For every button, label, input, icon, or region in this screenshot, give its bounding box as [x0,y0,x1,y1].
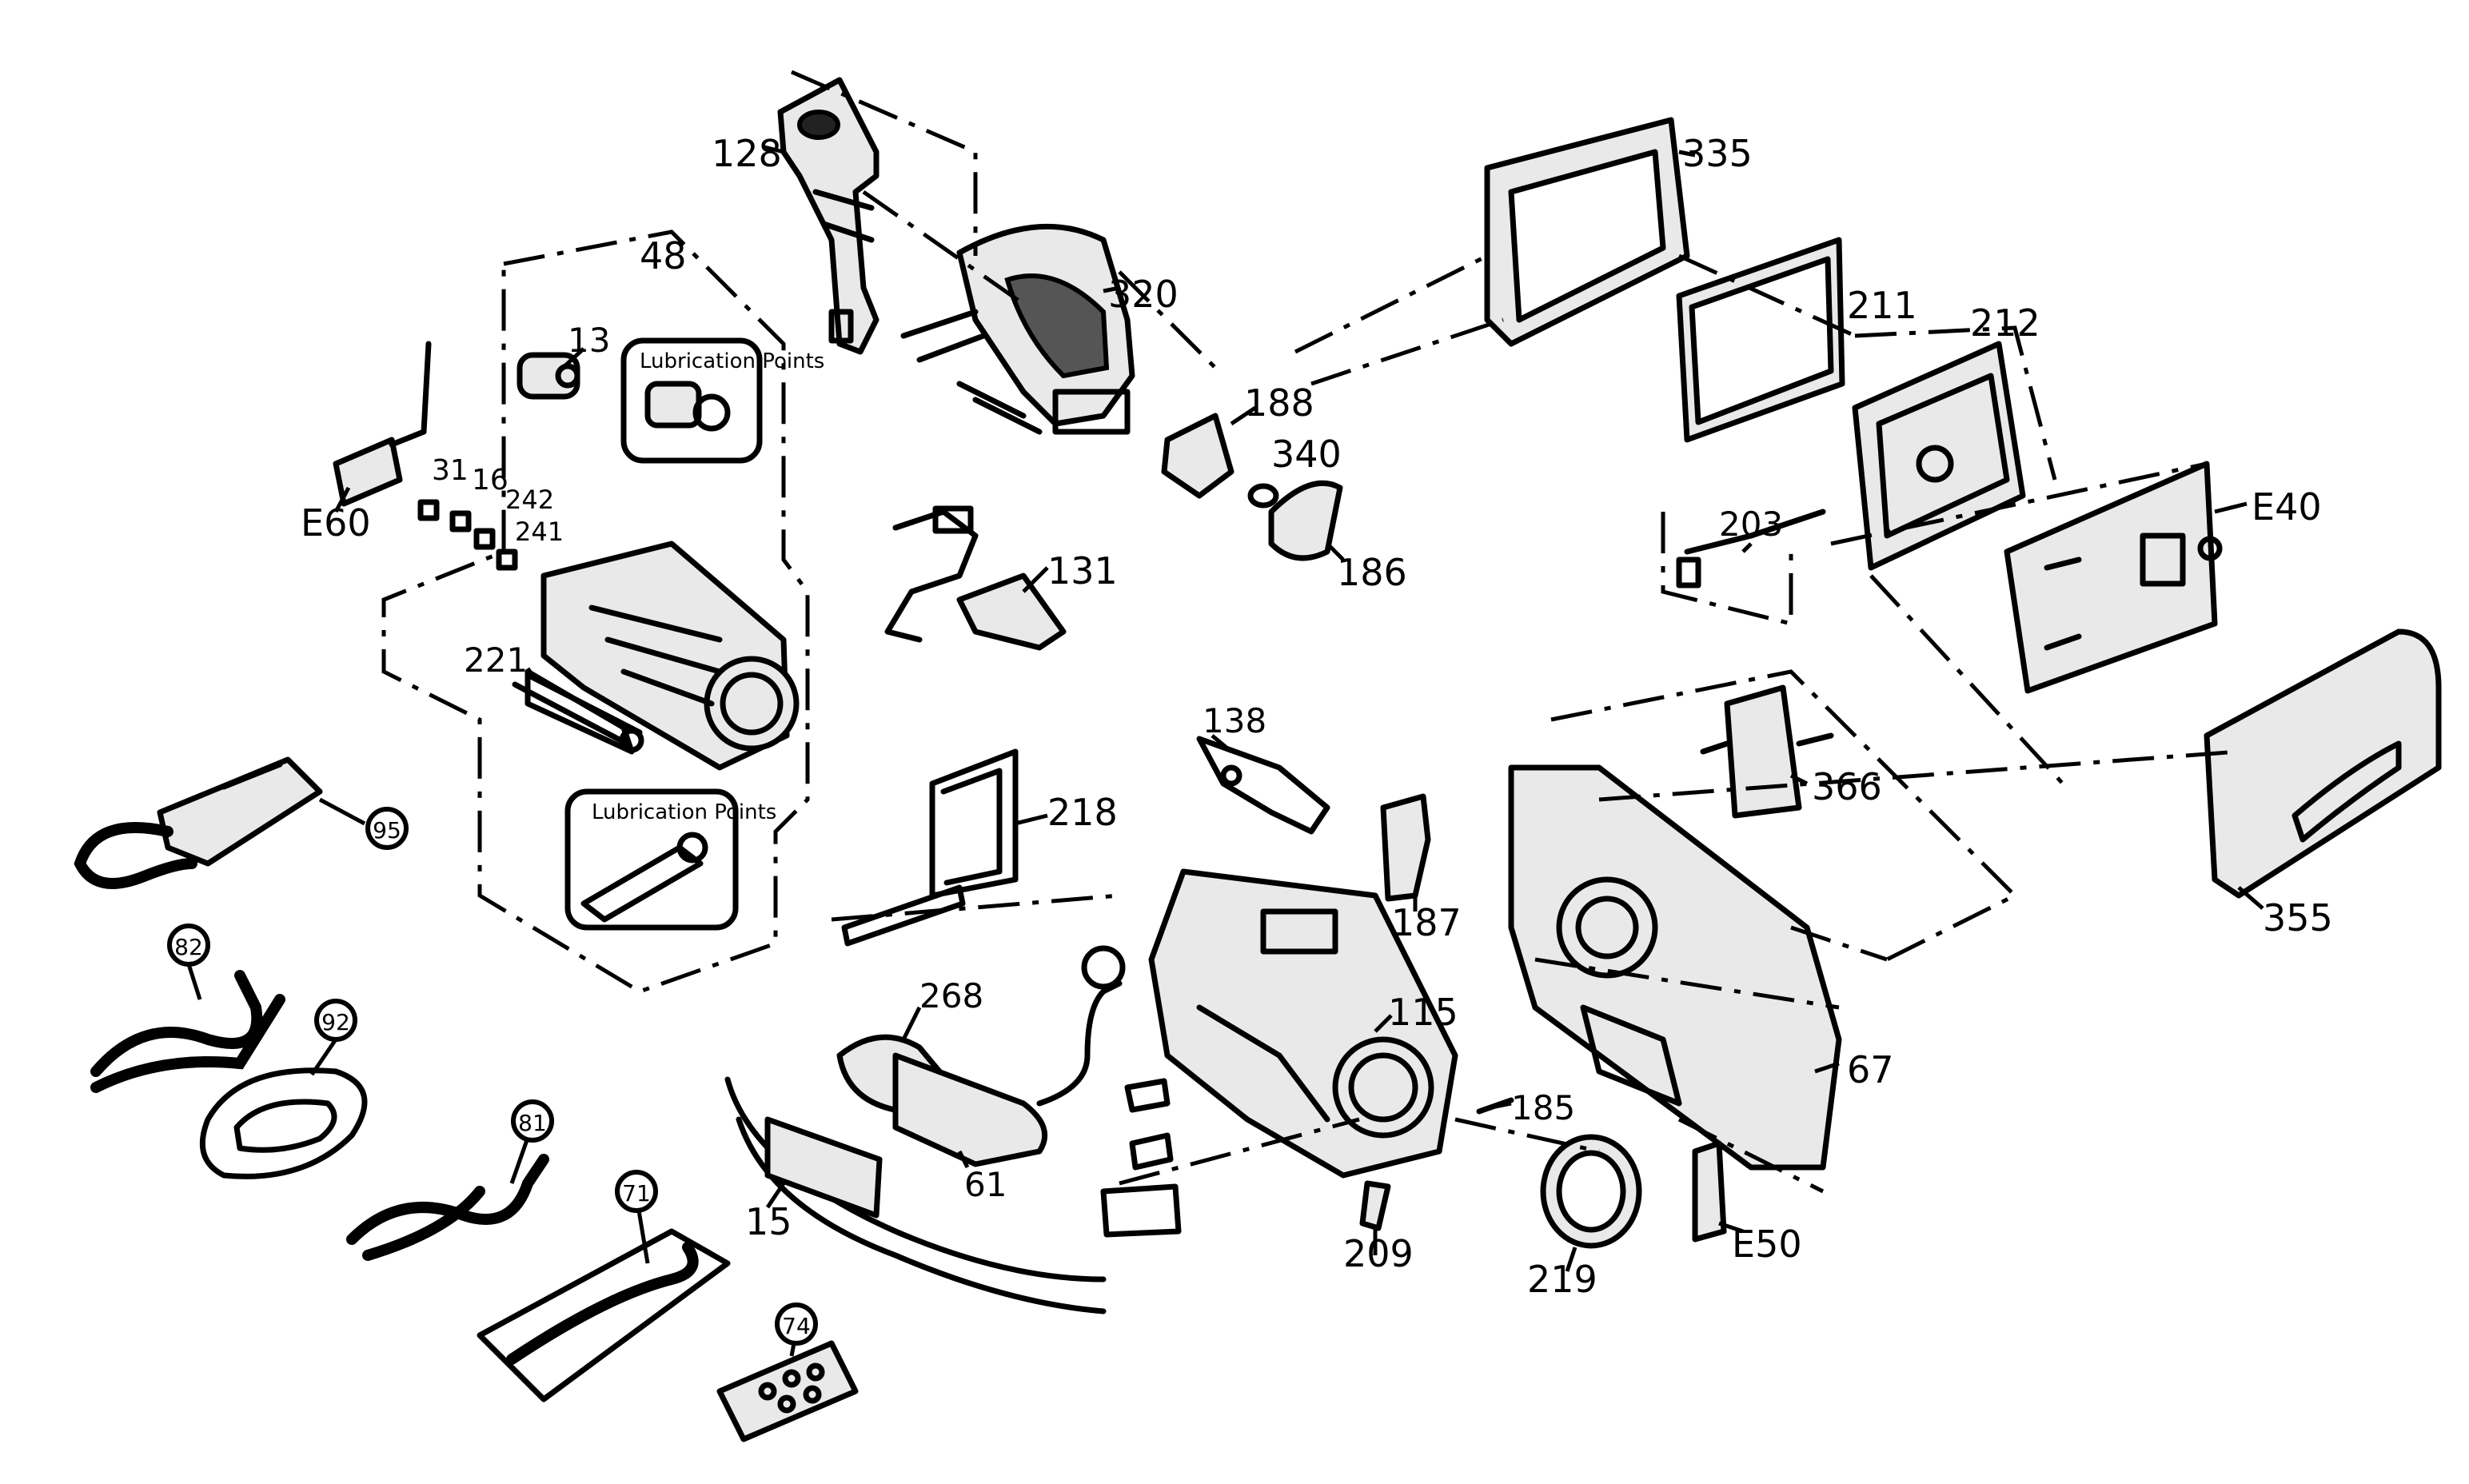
callout-188: 188 [1244,381,1314,425]
part-115-main-body [1148,868,1458,1179]
callout-13: 13 [568,321,610,360]
callout-187: 187 [1391,901,1462,944]
callout-320: 320 [1108,273,1179,316]
callout-128: 128 [712,132,782,175]
part-355-side-cover [2204,628,2442,899]
part-320-viewfinder-housing [900,223,1135,435]
callout-92: 92 [321,1009,350,1035]
callout-15: 15 [745,1200,792,1243]
callout-335: 335 [1682,132,1753,175]
small-panels [1100,1078,1182,1238]
callout-95: 95 [373,817,401,844]
part-E40-board [2004,461,2223,694]
callout-131: 131 [1047,549,1118,592]
lubrication-label-top: Lubrication Points [640,349,824,373]
part-186-cover [1268,480,1343,561]
part-13-motor [517,352,580,400]
callout-186: 186 [1337,551,1407,594]
part-212-lcd-back [1852,341,2026,571]
callout-366: 366 [1812,765,1882,808]
part-366-bracket [1700,684,1834,819]
leader-lines [186,145,2264,1357]
callout-E50: E50 [1732,1223,1802,1266]
callout-219: 219 [1527,1258,1597,1301]
assembly-lines [791,70,2240,1194]
part-67-chassis [1508,764,1842,1171]
callout-340: 340 [1271,433,1342,476]
callout-115: 115 [1388,991,1458,1034]
part-335-lcd-frame [1484,117,1690,347]
callout-E40: E40 [2252,485,2322,529]
part-E60-board [333,341,432,507]
callout-209: 209 [1343,1232,1414,1275]
lubrication-box-top: Lubrication Points [620,337,824,464]
part-340-screw [1247,483,1279,509]
accessory-82-av-cable [90,970,285,1093]
callout-48: 48 [640,234,687,277]
callout-241: 241 [515,517,564,547]
callout-31: 31 [432,454,469,487]
callout-242: 242 [505,485,554,515]
accessory-74-remote [716,1340,859,1442]
part-218-frame [841,748,1019,947]
accessory-71-usb-cable [477,1228,731,1402]
callout-E60: E60 [301,501,371,545]
part-187-clip [1380,793,1431,902]
callout-74: 74 [782,1313,811,1339]
lubrication-label-bottom: Lubrication Points [592,800,776,824]
accessory-81-cable [346,1154,549,1261]
callout-138: 138 [1203,701,1266,740]
part-219-lens-ring [1540,1134,1642,1249]
callout-268: 268 [919,976,983,1015]
part-203-cable [1676,509,1826,588]
part-221-rod [512,672,644,753]
callout-labels: 128 320 335 211 212 188 340 186 48 13 31… [301,132,2333,1301]
lubrication-box-bottom: Lubrication Points [564,788,776,931]
part-188-hinge [1161,413,1234,499]
callout-61: 61 [964,1165,1007,1204]
part-E50-board [1692,1140,1727,1243]
callout-355: 355 [2263,896,2333,939]
small-parts-31-16-242-241 [417,499,518,571]
part-138-connectors [1196,736,1330,835]
callout-203: 203 [1719,505,1783,544]
accessory-95-ac-adapter [74,756,323,889]
part-128-bracket [777,77,880,355]
part-15-hand-strap [724,1076,1107,1314]
accessory-92-ring [199,1067,368,1179]
callout-81: 81 [518,1110,547,1136]
callout-16: 16 [472,464,509,497]
callout-218: 218 [1047,791,1118,834]
callout-67: 67 [1847,1048,1894,1091]
part-211-lcd-panel [1676,237,1845,443]
callout-185: 185 [1511,1088,1575,1127]
part-131-flex-assembly [884,505,1067,651]
callout-82: 82 [174,934,203,960]
callout-212: 212 [1970,301,2040,345]
callout-71: 71 [622,1180,651,1207]
part-61-viewfinder [892,945,1126,1167]
accessory-callouts: 95 82 92 81 71 74 [167,807,818,1346]
callout-211: 211 [1847,284,1917,327]
callout-221: 221 [464,640,528,680]
part-209-latch [1359,1180,1391,1231]
